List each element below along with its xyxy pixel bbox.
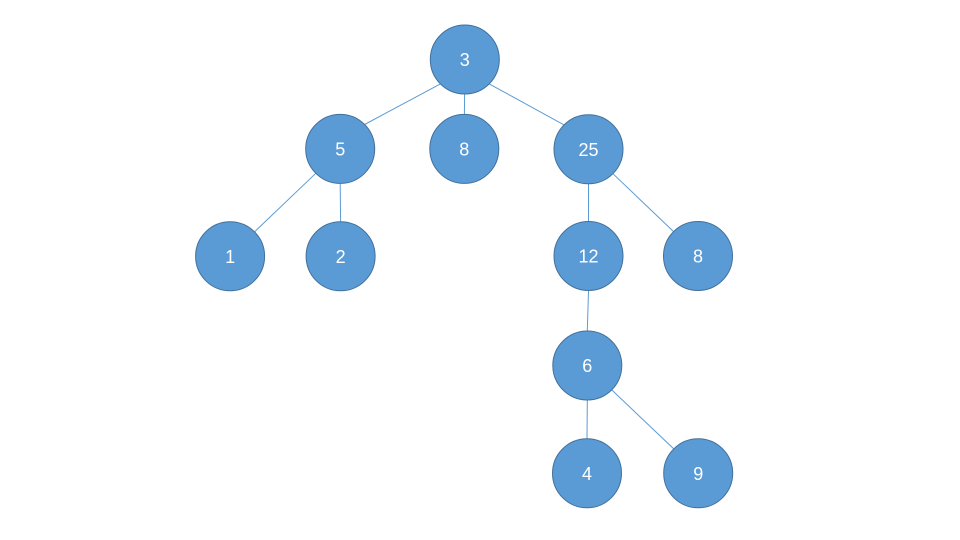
svg-text:8: 8 (693, 247, 703, 267)
svg-text:12: 12 (578, 247, 598, 267)
svg-text:3: 3 (460, 50, 470, 70)
svg-text:9: 9 (693, 464, 703, 484)
svg-text:5: 5 (335, 139, 345, 159)
svg-text:6: 6 (582, 356, 592, 376)
svg-text:8: 8 (459, 139, 469, 159)
svg-text:4: 4 (582, 464, 592, 484)
svg-text:1: 1 (225, 247, 235, 267)
svg-text:25: 25 (578, 140, 598, 160)
svg-text:2: 2 (336, 247, 346, 267)
